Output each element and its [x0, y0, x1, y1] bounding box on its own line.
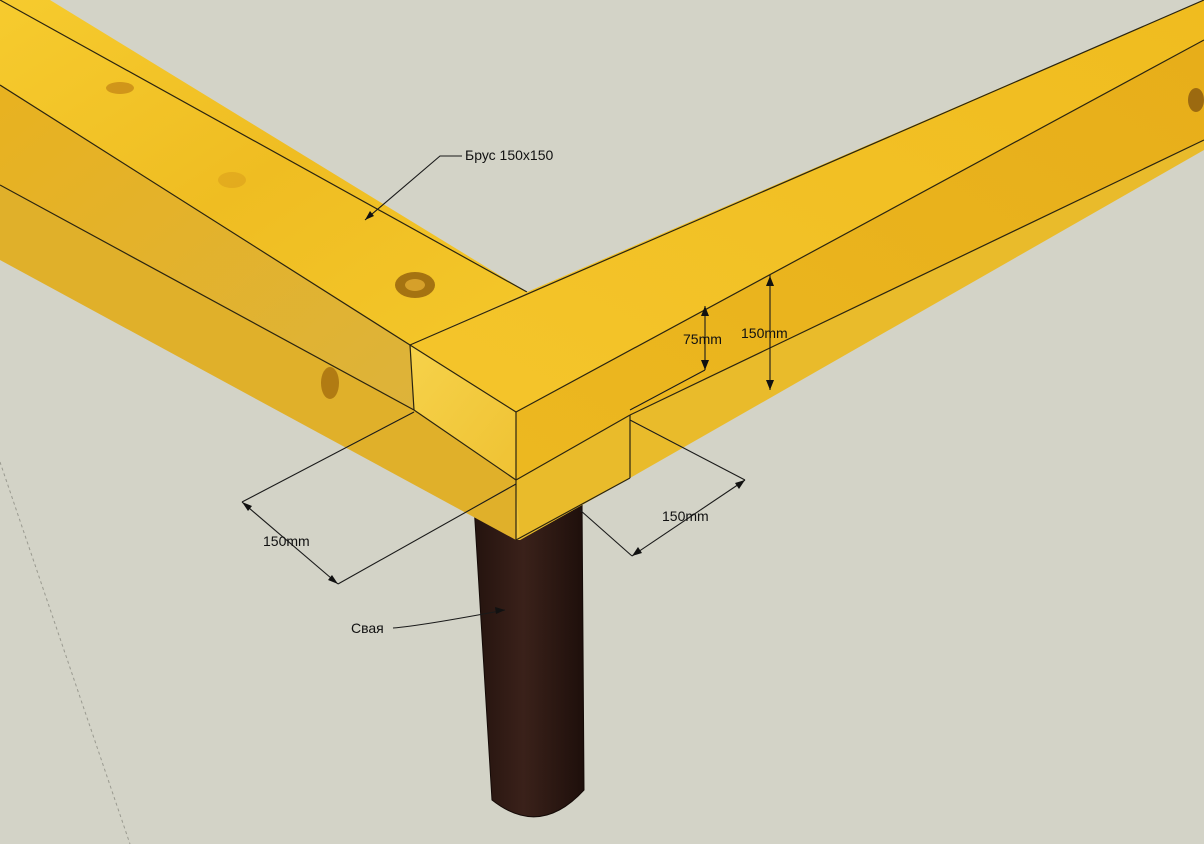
- knot: [321, 367, 339, 399]
- beam-label: Брус 150x150: [465, 147, 553, 163]
- pile: [473, 499, 585, 818]
- dimension-150mm-right: 150mm: [579, 419, 746, 557]
- knot: [218, 172, 246, 188]
- pile-label: Свая: [351, 620, 384, 636]
- guide-line: [0, 461, 131, 844]
- knot: [405, 279, 425, 291]
- left-beam: [0, 0, 528, 540]
- dimension-75mm: 75mm: [629, 306, 722, 411]
- pile-callout: Свая: [351, 607, 506, 636]
- beam-callout: Брус 150x150: [364, 147, 553, 221]
- knot: [1188, 88, 1204, 112]
- dim-150-right-label: 150mm: [662, 508, 709, 524]
- dimension-150mm-left: 150mm: [241, 411, 517, 585]
- right-beam: [0, 0, 1204, 541]
- dim-150-vertical-label: 150mm: [741, 325, 788, 341]
- dim-75-label: 75mm: [683, 331, 722, 347]
- knot: [106, 82, 134, 94]
- dimension-150mm-height: 150mm: [741, 275, 788, 390]
- dim-150-left-label: 150mm: [263, 533, 310, 549]
